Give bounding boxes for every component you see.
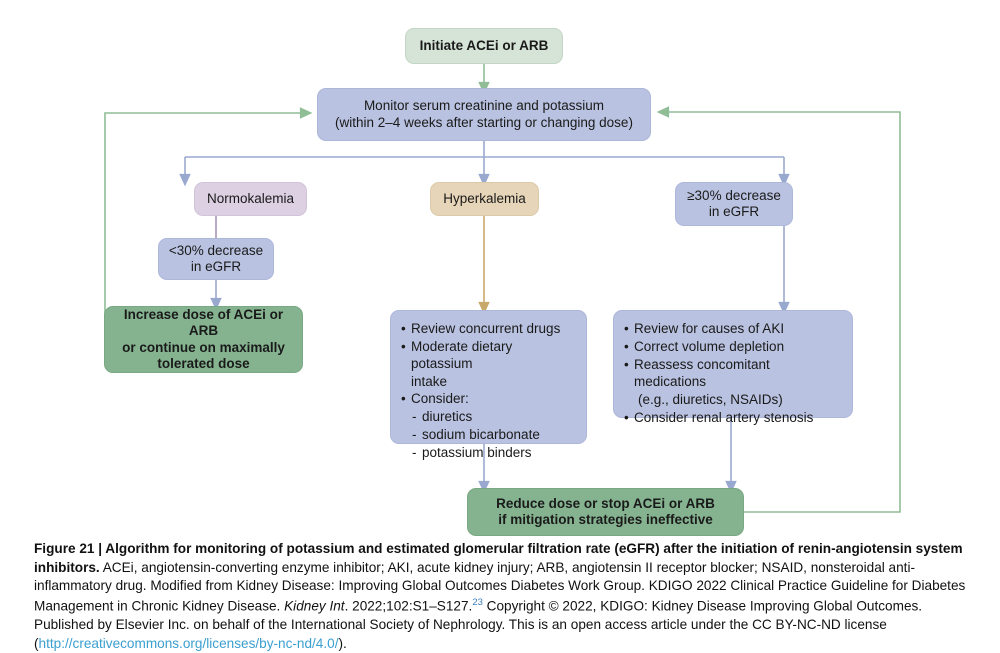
node-normokalemia[interactable]: Normokalemia bbox=[194, 182, 307, 216]
caption-body-4: ). bbox=[338, 635, 347, 651]
node-egfr-actions[interactable]: Review for causes of AKICorrect volume d… bbox=[613, 310, 853, 426]
action-list-item: diuretics bbox=[401, 408, 575, 426]
caption-label: Figure 21 bbox=[34, 541, 95, 556]
caption-title: Algorithm for monitoring of potassium an… bbox=[34, 541, 963, 575]
caption-body-3: Copyright © 2022, KDIGO: Kidney Disease … bbox=[34, 598, 923, 651]
node-hyperkalemia-actions[interactable]: Review concurrent drugsModerate dietary … bbox=[390, 310, 587, 462]
edge-feedback-right bbox=[656, 106, 901, 513]
caption-body-1: ACEi, angiotensin-converting enzyme inhi… bbox=[34, 559, 966, 614]
action-list-item: Review for causes of AKI bbox=[624, 320, 841, 338]
hyperkalemia-action-list: Review concurrent drugsModerate dietary … bbox=[401, 320, 575, 462]
action-list-item: potassium binders bbox=[401, 444, 575, 462]
caption-journal: Kidney Int bbox=[284, 598, 345, 614]
caption-reference-marker[interactable]: 23 bbox=[472, 596, 483, 608]
action-list-item: sodium bicarbonate bbox=[401, 426, 575, 444]
license-link[interactable]: http://creativecommons.org/licenses/by-n… bbox=[38, 635, 339, 651]
action-list-item: Correct volume depletion bbox=[624, 338, 841, 356]
node-initiate-acei-arb[interactable]: Initiate ACEi or ARB bbox=[405, 28, 563, 64]
action-list-item: Reassess concomitant medications bbox=[624, 356, 841, 391]
node-egfr-decrease-less-30[interactable]: <30% decrease in eGFR bbox=[158, 238, 274, 280]
egfr-action-list: Review for causes of AKICorrect volume d… bbox=[624, 320, 841, 426]
caption-body-2: . 2022;102:S1–S127. bbox=[344, 598, 473, 614]
action-list-item: Consider renal artery stenosis bbox=[624, 409, 841, 427]
action-list-item: (e.g., diuretics, NSAIDs) bbox=[638, 391, 783, 407]
node-hyperkalemia[interactable]: Hyperkalemia bbox=[430, 182, 539, 216]
action-list-item: Consider: bbox=[401, 390, 575, 408]
figure-caption: Figure 21 | Algorithm for monitoring of … bbox=[34, 540, 970, 653]
caption-separator: | bbox=[94, 541, 106, 556]
action-list-item: Moderate dietary potassium intake bbox=[401, 338, 575, 390]
node-egfr-decrease-30[interactable]: ≥30% decrease in eGFR bbox=[675, 182, 793, 226]
node-increase-dose[interactable]: Increase dose of ACEi or ARB or continue… bbox=[104, 306, 303, 373]
node-reduce-dose[interactable]: Reduce dose or stop ACEi or ARB if mitig… bbox=[467, 488, 744, 536]
flowchart-diagram: Initiate ACEi or ARB Monitor serum creat… bbox=[0, 0, 1000, 538]
flowchart-connectors bbox=[104, 63, 901, 513]
action-list-item: Review concurrent drugs bbox=[401, 320, 575, 338]
node-monitor-creatinine-potassium[interactable]: Monitor serum creatinine and potassium (… bbox=[317, 88, 651, 141]
